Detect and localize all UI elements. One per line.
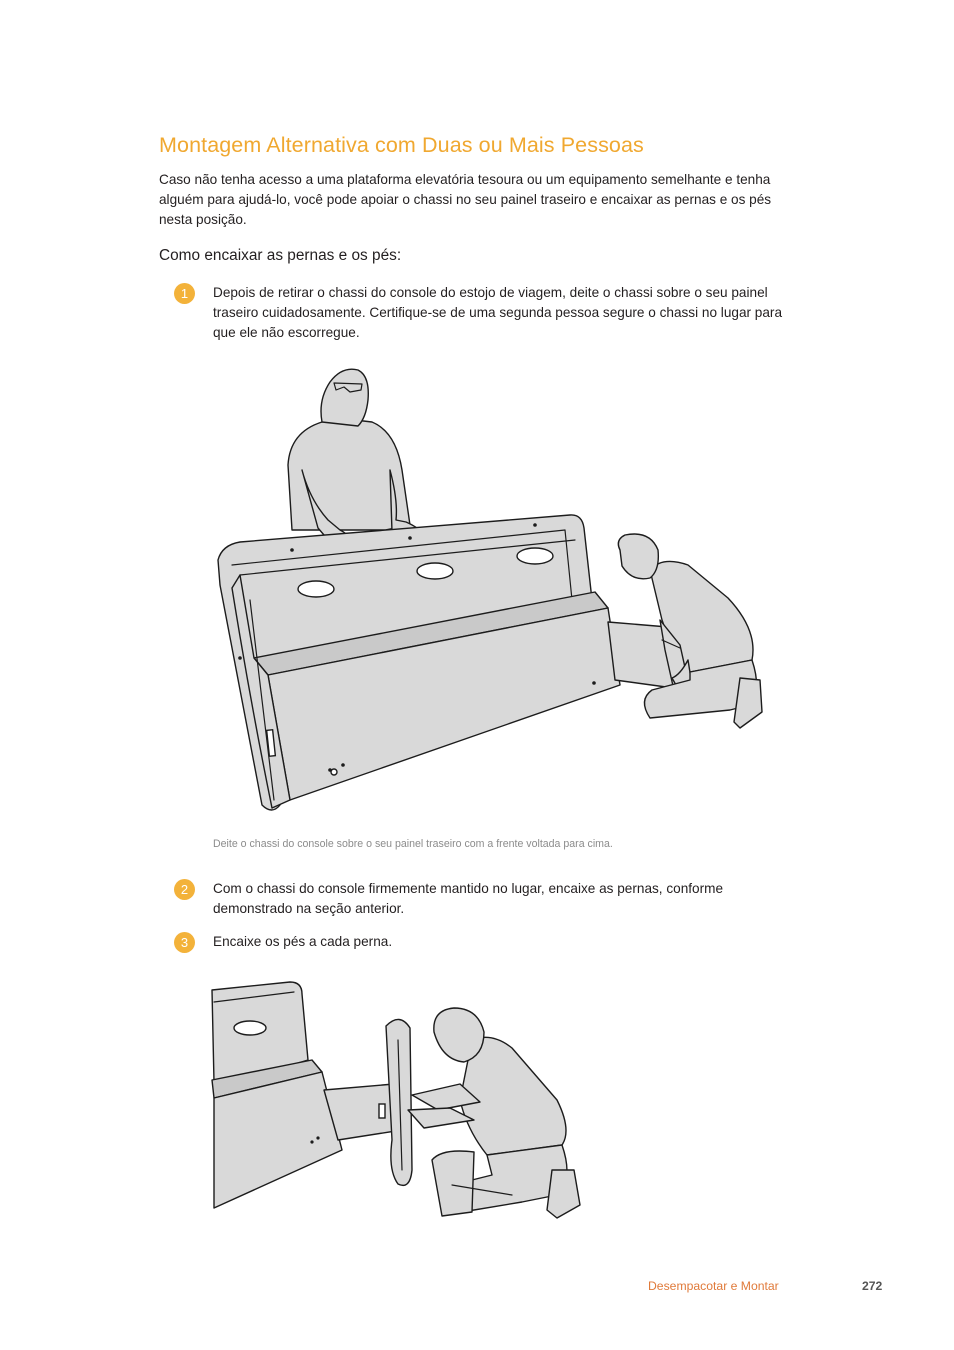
intro-paragraph: Caso não tenha acesso a uma plataforma e… (159, 172, 772, 227)
step-2-badge: 2 (174, 879, 195, 900)
figure-1-illustration (217, 368, 763, 811)
subheading: Como encaixar as pernas e os pés: (159, 247, 402, 264)
step-2-text: Com o chassi do console firmemente manti… (213, 881, 724, 916)
step-1-badge: 1 (174, 283, 195, 304)
section-heading: Montagem Alternativa com Duas ou Mais Pe… (159, 133, 644, 157)
step-1-text: Depois de retirar o chassi do console do… (213, 285, 783, 340)
step-3-badge: 3 (174, 932, 195, 953)
page-number: 272 (862, 1279, 883, 1293)
figure-1-caption: Deite o chassi do console sobre o seu pa… (213, 838, 613, 850)
footer-section-title: Desempacotar e Montar (648, 1279, 779, 1293)
figure-2-illustration (211, 981, 581, 1219)
step-3-text: Encaixe os pés a cada perna. (213, 934, 393, 949)
